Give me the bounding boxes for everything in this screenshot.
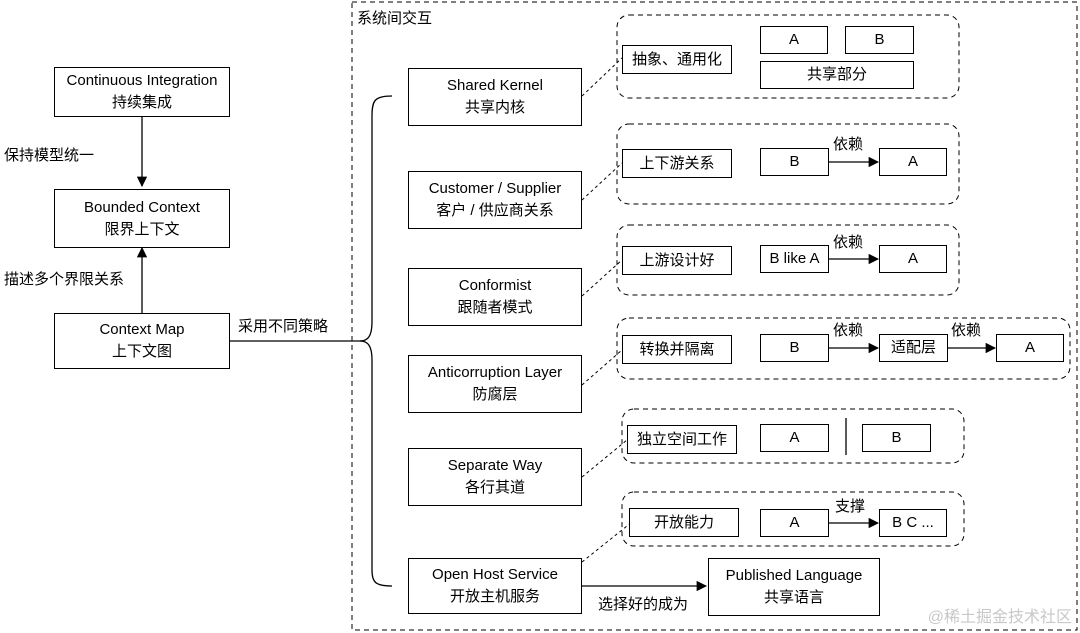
separate-b-box: B: [862, 424, 931, 452]
pattern-en: Open Host Service: [432, 566, 558, 583]
context-map-box: Context Map 上下文图: [54, 313, 230, 369]
separate-label-box: 独立空间工作: [627, 425, 737, 454]
customer-b-box: B: [760, 148, 829, 176]
shared-part-box: 共享部分: [760, 61, 914, 89]
bounded-context-box: Bounded Context 限界上下文: [54, 189, 230, 248]
choose-label: 选择好的成为: [598, 596, 689, 613]
ci-zh: 持续集成: [111, 94, 172, 111]
conformist-a-box: A: [879, 245, 947, 273]
customer-dep-label: 依赖: [833, 136, 864, 153]
pattern-en: Separate Way: [447, 457, 543, 474]
shared-label-box: 抽象、通用化: [622, 45, 732, 74]
published-zh: 共享语言: [763, 589, 824, 606]
ohs-bc-box: B C ...: [879, 509, 947, 537]
customer-a-box: A: [879, 148, 947, 176]
pattern-en: Customer / Supplier: [428, 180, 562, 197]
pattern-zh: 开放主机服务: [449, 588, 540, 605]
pattern-en: Shared Kernel: [447, 77, 543, 94]
describe-label: 描述多个界限关系: [4, 271, 125, 288]
pattern-en: Anticorruption Layer: [427, 364, 563, 381]
published-language-box: Published Language 共享语言: [708, 558, 880, 616]
system-frame: [351, 1, 1078, 631]
group-customer: [616, 123, 960, 205]
pattern-anticorruption-layer: Anticorruption Layer 防腐层: [408, 355, 582, 413]
ci-en: Continuous Integration: [66, 72, 218, 89]
acl-dep1-label: 依赖: [833, 322, 864, 339]
conformist-blike-box: B like A: [760, 245, 829, 273]
keep-model-label: 保持模型统一: [4, 147, 95, 164]
ohs-label-box: 开放能力: [629, 508, 739, 537]
pattern-conformist: Conformist 跟随者模式: [408, 268, 582, 326]
cm-zh: 上下文图: [111, 343, 172, 360]
curly-brace: [359, 95, 393, 587]
conformist-label-box: 上游设计好: [622, 246, 732, 275]
published-en: Published Language: [725, 567, 863, 584]
shared-a-box: A: [760, 26, 828, 54]
separate-a-box: A: [760, 424, 829, 452]
pattern-en: Conformist: [458, 277, 532, 294]
acl-a-box: A: [996, 334, 1064, 362]
pattern-zh: 各行其道: [464, 479, 525, 496]
system-title: 系统间交互: [357, 10, 433, 27]
pattern-zh: 共享内核: [464, 99, 525, 116]
group-separate: [621, 408, 965, 464]
acl-label-box: 转换并隔离: [622, 335, 732, 364]
shared-b-box: B: [845, 26, 914, 54]
pattern-zh: 客户 / 供应商关系: [436, 202, 554, 219]
watermark: @稀土掘金技术社区: [927, 609, 1072, 626]
pattern-open-host-service: Open Host Service 开放主机服务: [408, 558, 582, 614]
strategy-label: 采用不同策略: [238, 318, 329, 335]
bc-en: Bounded Context: [84, 198, 200, 216]
continuous-integration-box: Continuous Integration 持续集成: [54, 67, 230, 117]
bc-zh: 限界上下文: [104, 220, 180, 238]
pattern-separate-way: Separate Way 各行其道: [408, 448, 582, 506]
ohs-a-box: A: [760, 509, 829, 537]
acl-adapter-box: 适配层: [879, 334, 948, 362]
group-conformist: [616, 224, 960, 296]
group-ohs: [621, 491, 965, 547]
pattern-customer-supplier: Customer / Supplier 客户 / 供应商关系: [408, 171, 582, 229]
cm-en: Context Map: [99, 321, 185, 338]
acl-b-box: B: [760, 334, 829, 362]
ohs-support-label: 支撑: [835, 498, 866, 515]
customer-label-box: 上下游关系: [622, 149, 732, 178]
pattern-zh: 防腐层: [472, 386, 518, 403]
pattern-zh: 跟随者模式: [457, 299, 533, 316]
pattern-shared-kernel: Shared Kernel 共享内核: [408, 68, 582, 126]
conformist-dep-label: 依赖: [833, 234, 864, 251]
acl-dep2-label: 依赖: [951, 322, 982, 339]
